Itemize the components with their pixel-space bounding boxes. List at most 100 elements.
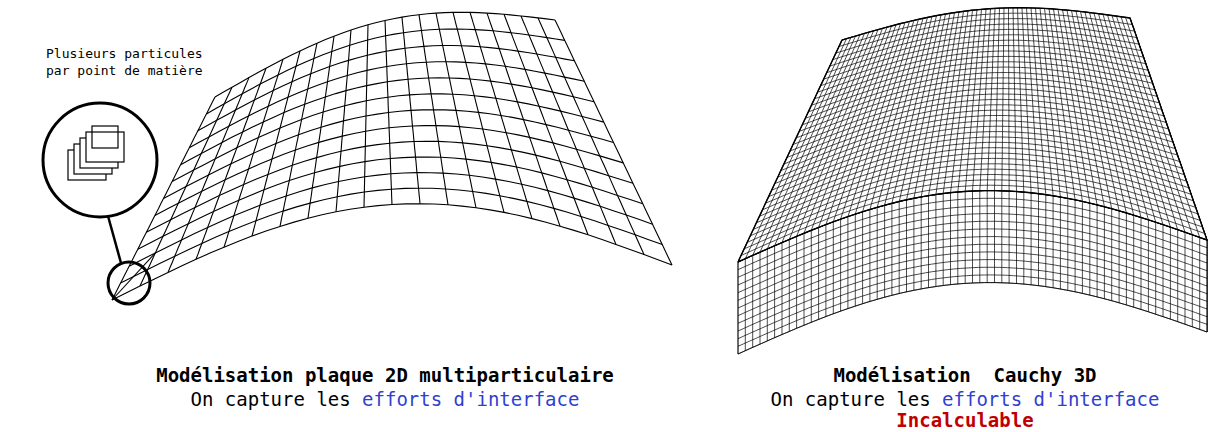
mesh-line — [1126, 213, 1127, 305]
mesh-line — [884, 205, 885, 297]
mesh-line — [1001, 191, 1002, 283]
mesh-line — [767, 249, 768, 341]
mesh-line — [782, 243, 783, 335]
callout-circle-large — [43, 103, 157, 217]
caption-title: Modélisation plaque 2D multiparticulaire — [156, 364, 614, 386]
mesh-line — [1185, 232, 1186, 324]
mesh-line — [1192, 235, 1193, 327]
mesh-line — [793, 94, 1166, 145]
mesh-line — [906, 200, 907, 292]
mesh-line — [787, 105, 1171, 158]
caption-text: On capture les — [191, 388, 351, 410]
mesh-line — [198, 46, 575, 131]
mesh-line — [1038, 194, 1039, 286]
mesh-line — [1104, 207, 1105, 299]
warning-text: Incalculable — [896, 409, 1033, 431]
mesh-line — [1009, 191, 1010, 283]
mesh-line — [796, 89, 1164, 138]
mesh-line — [1199, 237, 1200, 329]
callout-circle-small — [108, 262, 150, 304]
mesh-line — [891, 203, 892, 295]
mesh-line — [778, 121, 1178, 177]
mesh-line — [840, 219, 841, 311]
mesh-line — [189, 62, 584, 148]
mesh-line — [825, 225, 826, 317]
mesh-line — [772, 132, 1183, 191]
mesh-line — [847, 217, 848, 309]
mesh-line — [745, 259, 746, 351]
mesh-line — [950, 193, 951, 285]
mesh-line — [1023, 192, 1024, 284]
block-mesh — [738, 8, 1207, 354]
mesh-line — [774, 246, 775, 338]
mesh-line — [943, 194, 944, 286]
mesh-line — [775, 126, 1180, 183]
mesh-line — [928, 196, 929, 288]
mesh-line — [899, 202, 900, 294]
particle-stack — [68, 126, 124, 180]
mesh-line — [1141, 217, 1142, 309]
mesh-line — [839, 13, 1132, 46]
mesh-line — [811, 62, 1152, 106]
mesh-line — [1148, 220, 1149, 312]
mesh-line — [738, 262, 739, 354]
mesh-line — [121, 188, 663, 283]
mesh-line — [869, 209, 870, 301]
mesh-line — [836, 19, 1135, 54]
mesh-line — [1119, 211, 1120, 303]
mesh-line — [808, 67, 1155, 112]
mesh-line — [935, 195, 936, 287]
mesh-line — [805, 73, 1157, 119]
caption-line: Modélisation Cauchy 3D — [833, 364, 1096, 386]
block-top-face — [738, 8, 1207, 262]
mesh-line — [738, 8, 1207, 262]
mesh-line — [802, 78, 1159, 125]
callout-note: Plusieurs particules par point de matièr… — [46, 45, 210, 79]
mesh-line — [146, 141, 633, 232]
mesh-line — [1067, 198, 1068, 290]
mesh-line — [1016, 192, 1017, 284]
mesh-line — [796, 236, 797, 328]
mesh-line — [811, 230, 812, 322]
mesh-line — [921, 197, 922, 289]
mesh-line — [164, 110, 614, 199]
mesh-line — [1075, 200, 1076, 292]
mesh-line — [781, 116, 1176, 171]
mesh-line — [1045, 195, 1046, 287]
mesh-line — [1031, 193, 1032, 285]
mesh-line — [1163, 225, 1164, 317]
mesh-line — [784, 110, 1173, 164]
mesh-line — [172, 94, 604, 182]
mesh-line — [913, 198, 914, 290]
mesh-line — [862, 212, 863, 304]
mesh-line — [818, 51, 1149, 92]
mesh-line — [855, 214, 856, 306]
mesh-line — [1053, 196, 1054, 288]
mesh-line — [112, 204, 672, 300]
mesh-line — [804, 233, 805, 325]
highlight-text: efforts d'interface — [942, 388, 1159, 410]
mesh-line — [215, 12, 555, 97]
mesh-line — [738, 275, 1207, 346]
mesh-line — [830, 29, 1139, 66]
mesh-line — [833, 222, 834, 314]
mesh-line — [979, 191, 980, 283]
mesh-line — [957, 192, 958, 284]
mesh-line — [1155, 222, 1156, 314]
mesh-line — [1133, 215, 1134, 307]
mesh-line — [1060, 197, 1061, 289]
mesh-line — [752, 255, 753, 347]
caption-line: On capture les efforts d'interface — [191, 388, 580, 410]
mesh-line — [972, 191, 973, 283]
mesh-line — [1089, 203, 1090, 295]
highlight-text: efforts d'interface — [362, 388, 579, 410]
mesh-line — [155, 126, 623, 216]
mesh-line — [1097, 205, 1098, 297]
caption-line: Modélisation plaque 2D multiparticulaire — [156, 364, 614, 386]
callout-text: Plusieurs particules par point de matièr… — [46, 46, 203, 78]
mesh-line — [827, 35, 1142, 73]
caption-line: Incalculable — [896, 409, 1033, 431]
mesh-line — [965, 191, 966, 283]
caption-text: On capture les — [771, 388, 931, 410]
mesh-line — [129, 173, 652, 267]
